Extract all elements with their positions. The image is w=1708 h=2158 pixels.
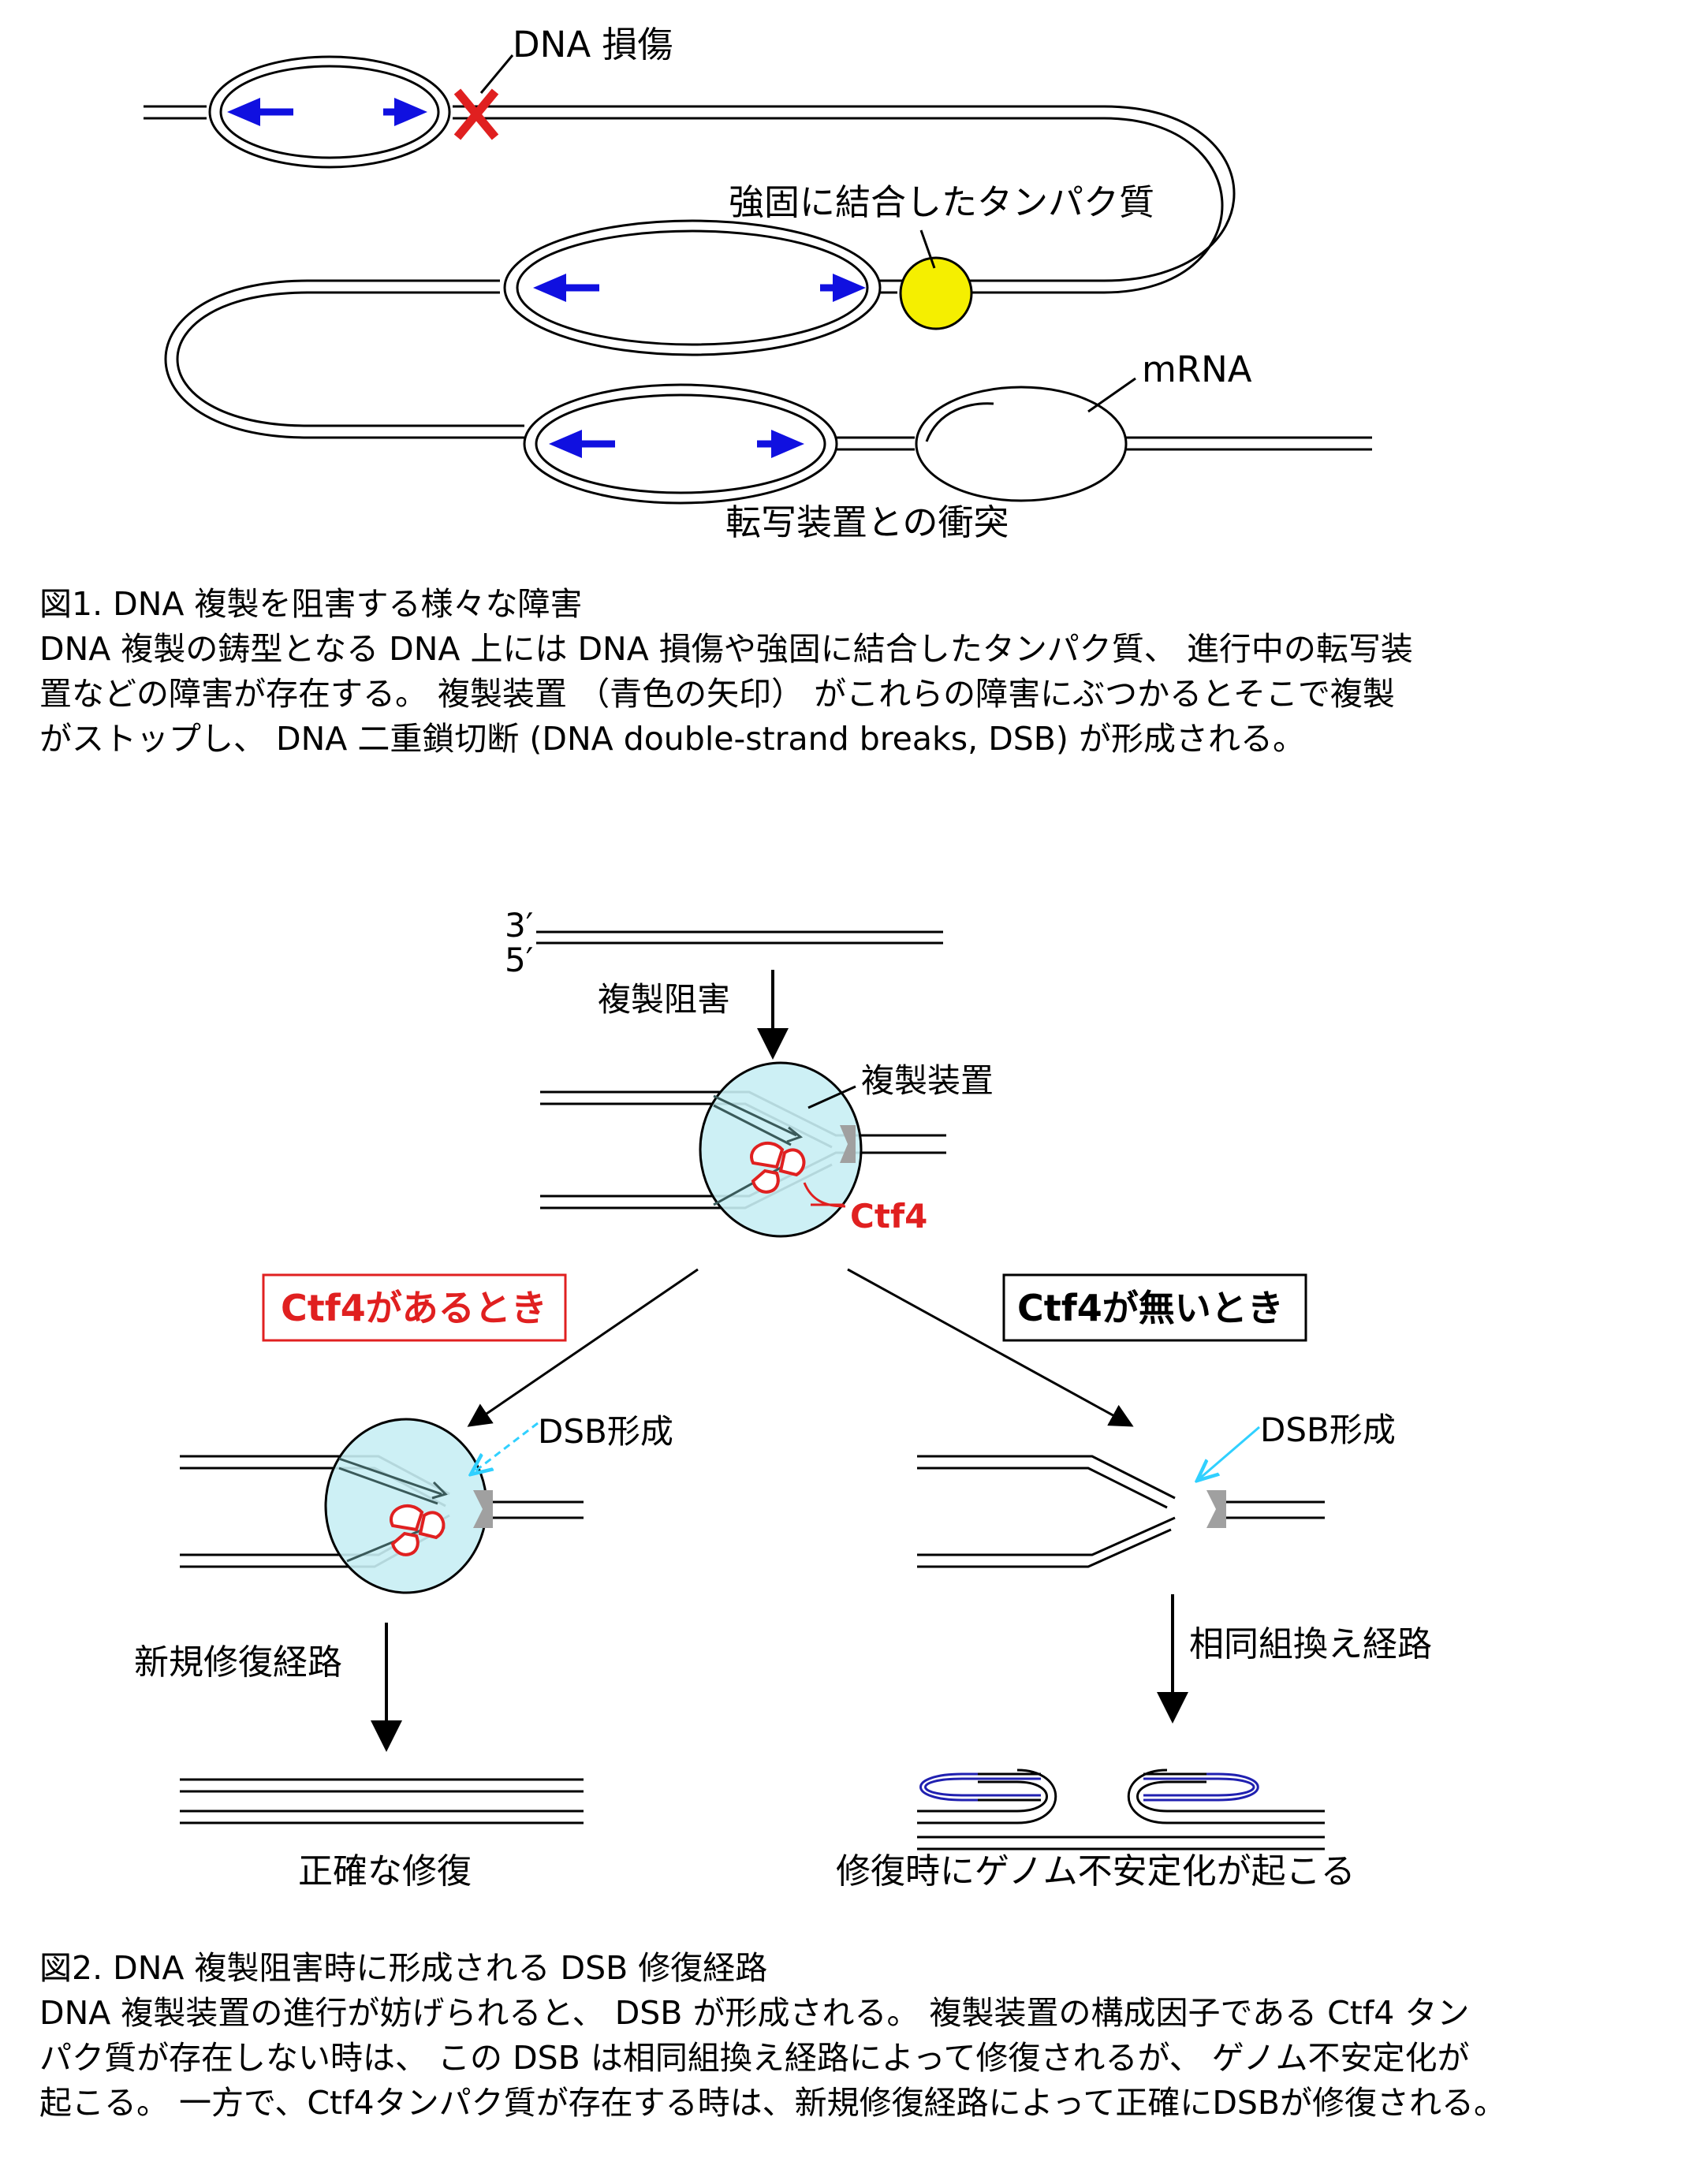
arrow-right-icon — [833, 274, 866, 302]
figure2-caption-title: 図2. DNA 複製阻害時に形成される DSB 修復経路 — [39, 1949, 768, 1987]
replication-bubble-3 — [523, 383, 838, 505]
dsb-left-label: DSB形成 — [538, 1412, 673, 1451]
ctf4-trimer-icon — [390, 1504, 446, 1556]
broken-fork-right — [917, 1455, 1325, 1568]
dna-backbone-bottom — [834, 436, 1372, 451]
transcription-collision-label: 転写装置との衝突 — [725, 501, 1009, 543]
dsb-pointer — [1197, 1426, 1260, 1481]
figure2-caption: 図2. DNA 複製阻害時に形成される DSB 修復経路 DNA 複製装置の進行… — [39, 1946, 1680, 2126]
dna-damage-label: DNA 損傷 — [513, 24, 673, 65]
repaired-duplex-left — [180, 1778, 584, 1824]
replisome-fork-top — [540, 1061, 946, 1238]
arrow-left-icon — [533, 274, 566, 302]
fork-block-icon — [473, 1490, 493, 1528]
arrow-right-icon — [394, 98, 427, 126]
replication-block-label: 複製阻害 — [598, 980, 730, 1019]
replication-bubble-2 — [503, 219, 882, 356]
end-5-label: 5′ — [505, 941, 533, 979]
end-3-label: 3′ — [505, 906, 533, 945]
hr-pathway-label: 相同組換え経路 — [1189, 1624, 1432, 1664]
figure2-diagram: 3′ 5′ 複製阻害 — [134, 906, 1432, 1892]
transcription-bubble — [915, 377, 1136, 502]
without-ctf4-label: Ctf4が無いとき — [1017, 1287, 1284, 1329]
replication-bubble-1 — [208, 55, 451, 169]
replisome-fork-left — [180, 1418, 584, 1594]
without-ctf4-box — [1002, 1273, 1307, 1342]
ctf4-trimer-icon — [750, 1141, 806, 1194]
figure1-caption: 図1. DNA 複製を阻害する様々な障害 DNA 複製の鋳型となる DNA 上に… — [39, 582, 1680, 762]
figure1-caption-line: DNA 複製の鋳型となる DNA 上には DNA 損傷や強固に結合したタンパク質… — [39, 630, 1413, 668]
fork-block-icon — [840, 1125, 856, 1163]
figure2-caption-line: 起こる。 一方で、Ctf4タンパク質が存在する時は、新規修復経路によって正確にD… — [39, 2084, 1507, 2122]
figure1-caption-line: がストップし、 DNA 二重鎖切断 (DNA double-strand bre… — [39, 720, 1305, 758]
branch-right-arrow-icon — [847, 1268, 1134, 1427]
with-ctf4-box — [262, 1273, 567, 1342]
figure1-caption-title: 図1. DNA 複製を阻害する様々な障害 — [39, 585, 583, 623]
figure2-caption-line: DNA 複製装置の進行が妨げられると、 DSB が形成される。 複製装置の構成因… — [39, 1994, 1470, 2032]
arrow-right-icon — [771, 430, 804, 458]
bound-protein-icon — [899, 256, 973, 330]
template-duplex — [536, 930, 943, 945]
novel-pathway-label: 新規修復経路 — [134, 1642, 342, 1683]
hr-repair-structure — [917, 1769, 1325, 1851]
with-ctf4-label: Ctf4があるとき — [281, 1287, 547, 1329]
fork-block-icon — [1206, 1490, 1226, 1528]
dsb-pointer-dashed — [471, 1422, 539, 1474]
ctf4-label: Ctf4 — [850, 1197, 927, 1236]
figure1-diagram: DNA 損傷 強固に結合したタンパク質 mRNA 転写装置との衝突 — [144, 24, 1372, 543]
arrow-left-icon — [227, 98, 260, 126]
genome-instability-label: 修復時にゲノム不安定化が起こる — [836, 1851, 1356, 1892]
dna-damage-x-icon — [453, 88, 499, 140]
bound-protein-label: 強固に結合したタンパク質 — [729, 181, 1154, 223]
accurate-repair-label: 正確な修復 — [298, 1851, 472, 1892]
mrna-label: mRNA — [1142, 348, 1252, 390]
dsb-right-label: DSB形成 — [1260, 1411, 1396, 1449]
figure1-caption-line: 置などの障害が存在する。 複製装置 （青色の矢印） がこれらの障害にぶつかるとそ… — [39, 675, 1395, 713]
branch-left-arrow-icon — [467, 1268, 699, 1427]
replisome-label: 複製装置 — [861, 1061, 994, 1100]
arrow-left-icon — [549, 430, 582, 458]
figure2-caption-line: パク質が存在しない時は、 この DSB は相同組換え経路によって修復されるが、 … — [39, 2039, 1470, 2077]
